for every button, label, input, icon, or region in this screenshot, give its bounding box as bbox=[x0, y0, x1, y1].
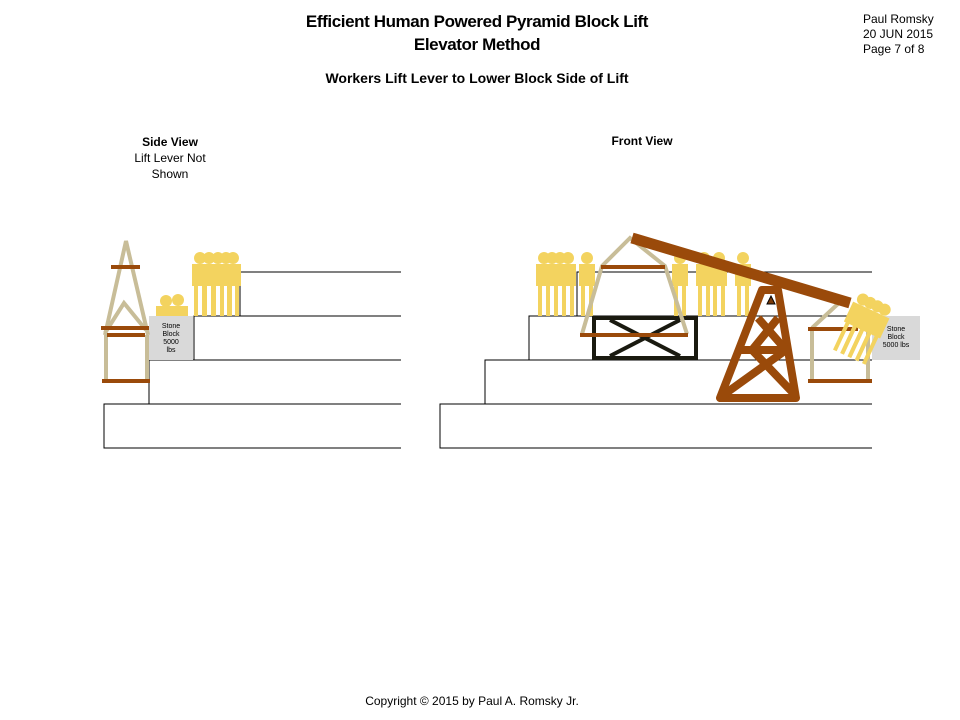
page-title: Efficient Human Powered Pyramid Block Li… bbox=[0, 10, 954, 56]
block-label: Stone bbox=[162, 323, 180, 330]
block-label: Block bbox=[162, 331, 180, 338]
side-view-lift-frame bbox=[103, 240, 150, 381]
side-view-frame-bars bbox=[101, 265, 150, 383]
side-view-note-1: Lift Lever Not bbox=[134, 151, 206, 165]
front-view-sling-bars bbox=[580, 265, 688, 337]
lever-tower bbox=[716, 286, 800, 402]
front-view-sling bbox=[580, 235, 689, 335]
block-label: 5000 bbox=[163, 339, 179, 346]
fulcrum-icon bbox=[766, 294, 776, 305]
lift-lever bbox=[630, 232, 852, 309]
copyright: Copyright © 2015 by Paul A. Romsky Jr. bbox=[365, 694, 579, 708]
slide-subtitle: Workers Lift Lever to Lower Block Side o… bbox=[325, 70, 629, 86]
front-view-block-cage bbox=[592, 316, 698, 360]
side-view-workers bbox=[156, 252, 241, 316]
author-date: 20 JUN 2015 bbox=[863, 27, 934, 41]
side-view-heading: Side View bbox=[142, 135, 198, 149]
page-number: Page 7 of 8 bbox=[863, 42, 925, 56]
title-line-2: Elevator Method bbox=[413, 35, 541, 54]
block-label: Block bbox=[887, 334, 905, 341]
title-line-1: Efficient Human Powered Pyramid Block Li… bbox=[305, 12, 649, 31]
front-view-steps bbox=[439, 271, 872, 449]
side-view-stone-block: Stone Block 5000 lbs bbox=[149, 316, 193, 360]
block-label: 5000 lbs bbox=[883, 342, 910, 349]
side-view-note-2: Shown bbox=[151, 167, 189, 181]
author-name: Paul Romsky bbox=[863, 12, 934, 26]
block-label: lbs bbox=[167, 347, 176, 354]
front-view-heading: Front View bbox=[611, 134, 673, 148]
block-label: Stone bbox=[887, 326, 905, 333]
